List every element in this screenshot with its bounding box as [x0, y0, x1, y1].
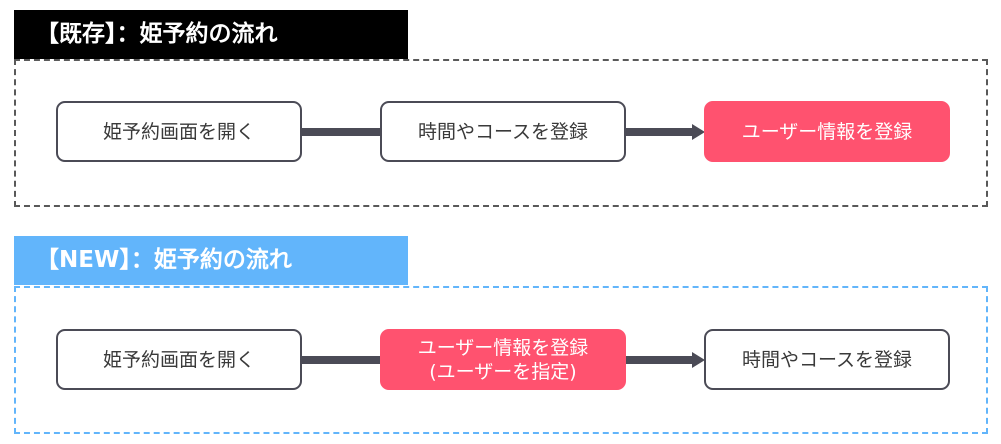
step-label: 時間やコースを登録: [417, 120, 589, 143]
existing-step-register-time-course: 時間やコースを登録: [380, 101, 626, 162]
existing-flow-frame: [14, 59, 988, 207]
existing-step-open-screen: 姫予約画面を開く: [56, 101, 302, 162]
new-flow-title: 【NEW】：姫予約の流れ: [14, 236, 408, 285]
existing-step-register-user-info: ユーザー情報を登録: [704, 101, 950, 162]
step-label: 姫予約画面を開く: [102, 120, 255, 143]
step-label: ユーザー情報を登録: [417, 336, 589, 359]
step-label: 時間やコースを登録: [741, 348, 913, 371]
new-flow-frame: [14, 286, 988, 434]
step-sublabel: (ユーザーを指定): [429, 360, 577, 383]
new-connector-1: [302, 356, 380, 364]
new-arrow-head: [692, 352, 705, 368]
new-step-register-user-info: ユーザー情報を登録 (ユーザーを指定): [380, 329, 626, 390]
new-step-register-time-course: 時間やコースを登録: [704, 329, 950, 390]
step-label: ユーザー情報を登録: [741, 120, 913, 143]
existing-arrow-head: [692, 124, 705, 140]
new-connector-2: [626, 356, 693, 364]
new-step-open-screen: 姫予約画面を開く: [56, 329, 302, 390]
existing-connector-2: [626, 128, 693, 136]
existing-connector-1: [302, 128, 380, 136]
step-label: 姫予約画面を開く: [102, 348, 255, 371]
existing-flow-title: 【既存】：姫予約の流れ: [14, 10, 408, 59]
